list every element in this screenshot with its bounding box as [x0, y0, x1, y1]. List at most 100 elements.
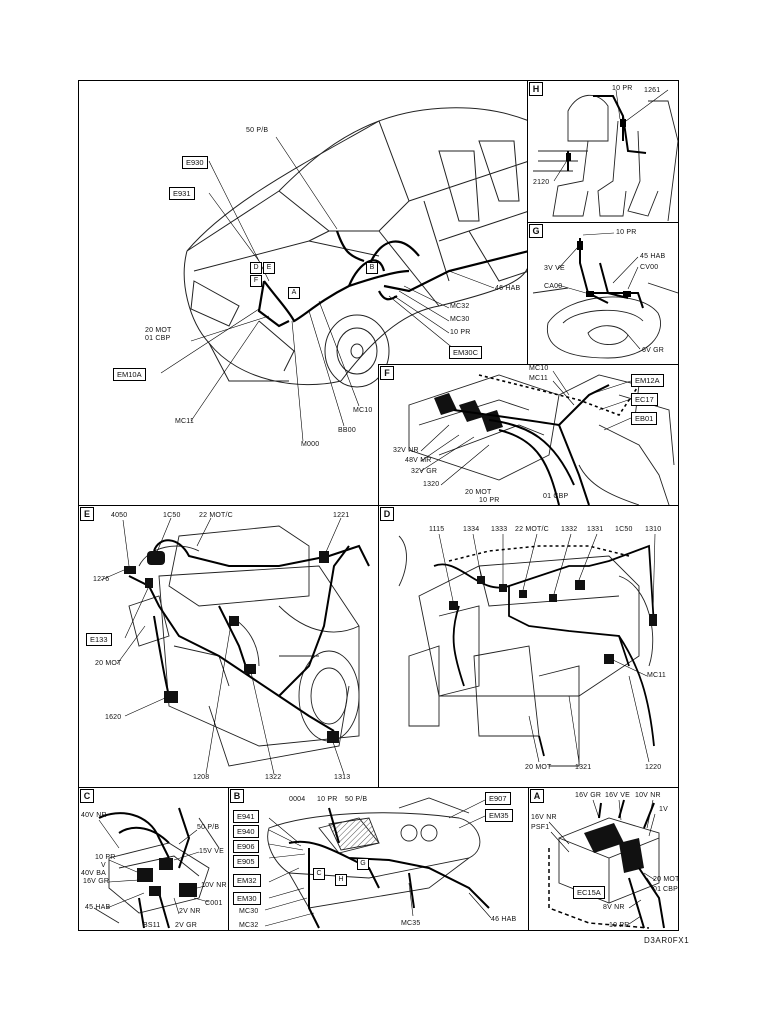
label-20mot: 20 MOT	[465, 489, 492, 496]
label-1321: 1321	[575, 764, 592, 771]
panel-g: G 10 PR 45 HAB CV00 3V VE CA00 6V GR	[527, 222, 679, 365]
label-2vgr: 2V GR	[175, 922, 198, 929]
label-10pr: 10 PR	[616, 229, 637, 236]
label-1261: 1261	[644, 87, 661, 94]
panel-letter-c: C	[80, 789, 94, 803]
connector-1115	[449, 601, 458, 610]
connector-1332	[519, 590, 527, 598]
label-1620: 1620	[105, 714, 122, 721]
connector-bs11	[149, 886, 161, 896]
ecu-connector-2	[619, 838, 644, 873]
label-cbp: CBP	[663, 886, 678, 893]
label-50pb: 50 P/B	[246, 127, 269, 134]
label-8vnr: 8V NR	[603, 904, 625, 911]
label-1331: 1331	[587, 526, 604, 533]
label-20mot: 20 MOT	[653, 876, 679, 883]
view-tag-g: G	[357, 858, 369, 870]
panel-letter-e: E	[80, 507, 94, 521]
label-1322: 1322	[265, 774, 282, 781]
connector-c001	[179, 883, 197, 897]
ecu-connector-black-2	[459, 400, 483, 422]
label-32vgr: 32V GR	[411, 468, 438, 475]
connector-1c50	[147, 551, 165, 565]
label-10vnr: 10V NR	[635, 792, 661, 799]
connector-box-em10a: EM10A	[113, 368, 146, 381]
label-1c50: 1C50	[615, 526, 633, 533]
label-3vve: 3V VE	[544, 265, 565, 272]
view-tag-f: F	[250, 275, 262, 287]
ecu-connector-1	[584, 823, 624, 853]
view-tag-b: B	[366, 262, 378, 274]
ecu-connector-black-1	[434, 393, 457, 415]
label-mc11: MC11	[647, 672, 666, 679]
label-32vnr: 32V NR	[393, 447, 419, 454]
label-cv00: CV00	[640, 264, 659, 271]
view-tag-a: A	[288, 287, 300, 299]
fuse-connector-2	[159, 858, 173, 870]
label-46hab: 46 HAB	[495, 285, 521, 292]
label-6vgr: 6V GR	[642, 347, 665, 354]
connector-1221	[319, 551, 329, 563]
label-10pr: 10 PR	[479, 497, 500, 504]
label-10pr: 10 PR	[95, 854, 116, 861]
label-1313: 1313	[334, 774, 351, 781]
connector-1261	[620, 119, 626, 127]
panel-letter-f: F	[380, 366, 394, 380]
fuse-connector-1	[137, 868, 153, 882]
panel-e: E 4050 1C50 22 MOT/C 1221 1276 20 MOT 16…	[78, 505, 379, 788]
label-1333: 1333	[491, 526, 508, 533]
drawing-reference: D3AR0FX1	[644, 936, 690, 945]
engine-right-drawing	[398, 533, 657, 767]
label-v: V	[101, 862, 106, 869]
panel-d: D 1115 1334 1333 22 MOT/C 1332 1331 1C50…	[378, 505, 679, 788]
label-0004: 0004	[289, 796, 306, 803]
label-1276: 1276	[93, 576, 110, 583]
connector-1333	[499, 584, 507, 592]
view-tag-h: H	[335, 874, 347, 886]
connector-box-em35: EM35	[485, 809, 513, 822]
label-22motc: 22 MOT/C	[515, 526, 549, 533]
connector-1276	[124, 566, 136, 574]
connector-1334	[477, 576, 485, 584]
panel-h: H 10 PR 1261 2120	[527, 80, 679, 223]
panel-letter-a: A	[530, 789, 544, 803]
label-mc30: MC30	[239, 908, 259, 915]
label-40vba: 40V BA	[81, 870, 106, 877]
connector-3vve	[577, 241, 583, 250]
connector-ca00	[586, 291, 594, 297]
connector-box-em30: EM30	[233, 892, 261, 905]
label-1v: 1V	[659, 806, 668, 813]
engine-ecu-drawing	[548, 799, 665, 929]
label-10pr: 10 PR	[612, 85, 633, 92]
label-16vve: 16V VE	[605, 792, 630, 799]
label-mc10: MC10	[353, 407, 373, 414]
label-1c50: 1C50	[163, 512, 181, 519]
connector-1208	[229, 616, 239, 626]
engine-left-drawing	[100, 517, 370, 775]
label-m000: M000	[301, 441, 320, 448]
label-20mot: 20 MOT	[95, 660, 122, 667]
label-15vve: 15V VE	[199, 848, 224, 855]
connector-box-e906: E906	[233, 840, 259, 853]
label-2120: 2120	[533, 179, 550, 186]
label-45hab: 45 HAB	[640, 253, 666, 260]
label-1334: 1334	[463, 526, 480, 533]
panel-letter-h: H	[529, 82, 543, 96]
connector-box-em32: EM32	[233, 874, 261, 887]
connector-box-e905: E905	[233, 855, 259, 868]
label-50pb: 50 P/B	[345, 796, 368, 803]
label-2vnr: 2V NR	[179, 908, 201, 915]
label-46hab: 46 HAB	[491, 916, 517, 923]
label-01cbp: 01 CBP	[543, 493, 569, 500]
pedal-box-drawing	[533, 89, 678, 222]
label-mc10: MC10	[529, 365, 549, 372]
connector-2120	[566, 153, 571, 161]
label-10vnr: 10V NR	[201, 882, 227, 889]
label-ca00: CA00	[544, 283, 563, 290]
connector-1322	[244, 664, 256, 674]
label-01cbp: 01 CBP	[145, 335, 171, 342]
label-1221: 1221	[333, 512, 350, 519]
label-mc11: MC11	[529, 375, 548, 382]
view-tag-c: C	[313, 868, 325, 880]
label-45hab: 45 HAB	[85, 904, 111, 911]
